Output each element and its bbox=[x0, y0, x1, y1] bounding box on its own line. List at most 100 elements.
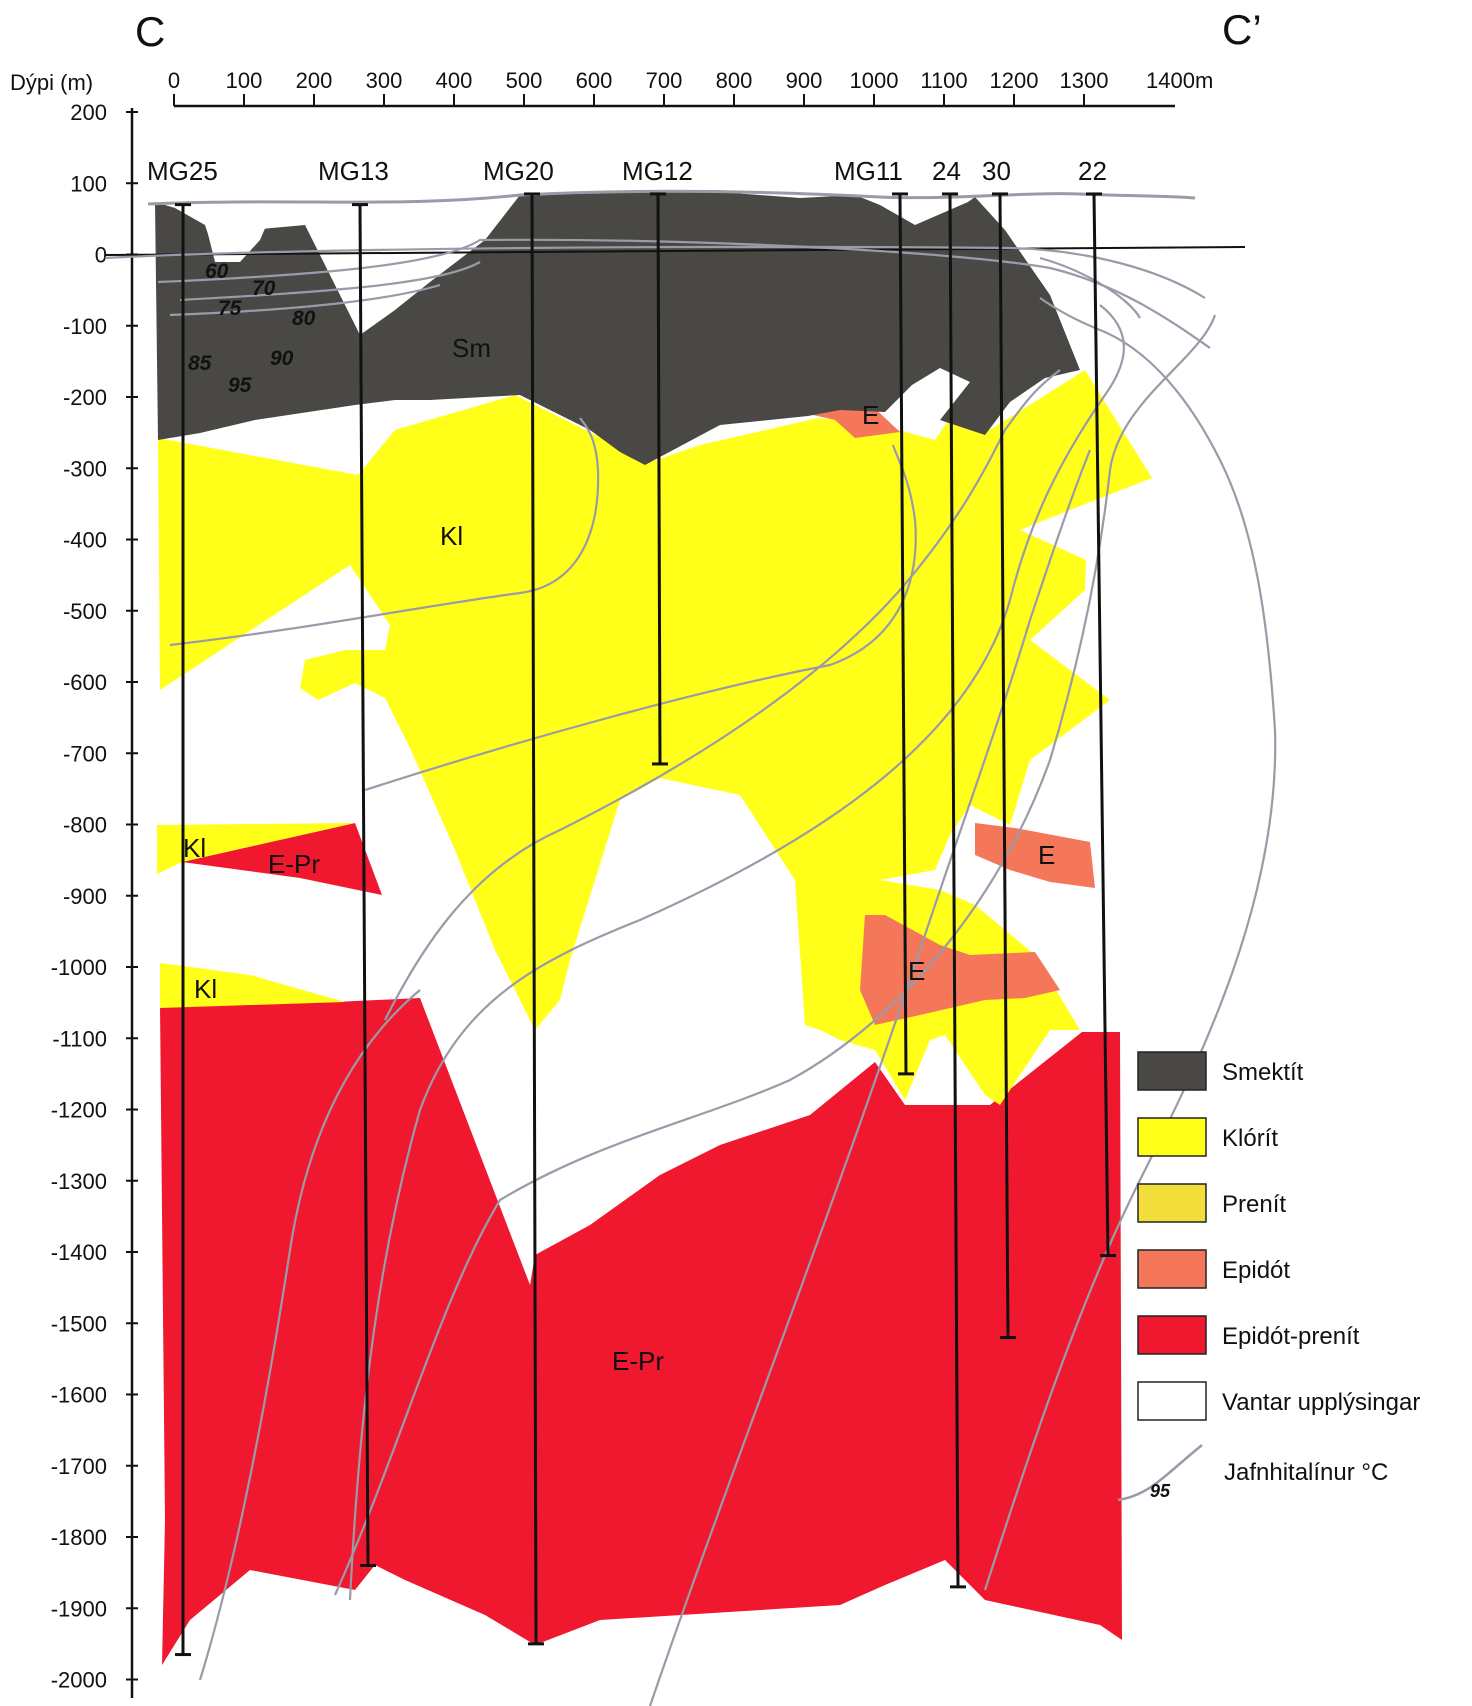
isotherm-label-80: 80 bbox=[292, 307, 316, 330]
isotherm-line-105 bbox=[333, 314, 1217, 1596]
label-layer: C C’ Dýpi (m) Sm Kl Kl Kl E-Pr E-Pr E E … bbox=[10, 6, 1262, 1376]
epidot-prenit-zone-main bbox=[160, 998, 1122, 1665]
sea-level-line bbox=[104, 246, 1246, 256]
isotherm-value-labels: 60 70 75 80 85 90 95 bbox=[188, 260, 316, 397]
legend-swatch bbox=[1137, 1315, 1207, 1355]
legend-isotherm-label: Jafnhitalínur °C bbox=[1224, 1459, 1388, 1486]
epidot-prenit-zone-left bbox=[182, 823, 382, 895]
depth-tick-label: 0 bbox=[95, 243, 107, 268]
distance-tick-label: 1400m bbox=[1146, 68, 1213, 93]
legend-swatch bbox=[1137, 1117, 1207, 1157]
legend-isotherm-value: 95 bbox=[1150, 1481, 1171, 1501]
isotherm-line-90 bbox=[384, 369, 1061, 1021]
zone-label-kl-left-upper: Kl bbox=[183, 833, 206, 863]
legend-label: Epidót-prenít bbox=[1222, 1323, 1360, 1350]
well-label-22: 22 bbox=[1078, 156, 1107, 186]
depth-tick-label: 100 bbox=[70, 171, 107, 196]
well-line-30 bbox=[998, 193, 1010, 1338]
distance-tick-label: 400 bbox=[436, 68, 473, 93]
depth-tick-label: -1300 bbox=[51, 1169, 107, 1194]
zone-label-kl-main: Kl bbox=[440, 521, 463, 551]
legend-swatch bbox=[1137, 1051, 1207, 1091]
section-start-label: C bbox=[135, 8, 165, 55]
depth-axis-ticks: 2001000-100-200-300-400-500-600-700-800-… bbox=[51, 100, 138, 1693]
distance-tick-label: 1200 bbox=[990, 68, 1039, 93]
well-label-24: 24 bbox=[932, 156, 961, 186]
isotherm-line-85 bbox=[169, 417, 600, 647]
distance-tick-label: 300 bbox=[366, 68, 403, 93]
legend-swatch bbox=[1137, 1183, 1207, 1223]
smektit-zone bbox=[155, 192, 1080, 465]
isotherm-label-75: 75 bbox=[218, 297, 242, 320]
zone-label-epr-left: E-Pr bbox=[268, 849, 320, 879]
legend: SmektítKlórítPrenítEpidótEpidót-prenítVa… bbox=[1117, 1051, 1420, 1502]
legend-label: Epidót bbox=[1222, 1257, 1290, 1284]
depth-tick-label: -300 bbox=[63, 456, 107, 481]
legend-label: Smektít bbox=[1222, 1059, 1304, 1086]
legend-items: SmektítKlórítPrenítEpidótEpidót-prenítVa… bbox=[1137, 1051, 1420, 1421]
well-label-MG12: MG12 bbox=[622, 156, 693, 186]
distance-tick-label: 700 bbox=[646, 68, 683, 93]
zone-label-e-top: E bbox=[862, 400, 879, 430]
depth-tick-label: -200 bbox=[63, 385, 107, 410]
well-line-MG11 bbox=[898, 193, 908, 1074]
depth-tick-label: -1000 bbox=[51, 955, 107, 980]
isotherm-line-75 bbox=[179, 256, 1141, 319]
isotherm-line-95 bbox=[198, 989, 421, 1681]
smektit-gap-left bbox=[205, 212, 272, 262]
depth-tick-label: -900 bbox=[63, 884, 107, 909]
depth-tick-label: -100 bbox=[63, 314, 107, 339]
depth-tick-label: 200 bbox=[70, 100, 107, 125]
depth-tick-label: -1200 bbox=[51, 1098, 107, 1123]
topography-line bbox=[147, 189, 1196, 206]
distance-tick-label: 200 bbox=[296, 68, 333, 93]
well-label-MG20: MG20 bbox=[483, 156, 554, 186]
depth-tick-label: -1600 bbox=[51, 1383, 107, 1408]
legend-isotherm-sample bbox=[1117, 1444, 1203, 1502]
isotherm-layer bbox=[104, 238, 1277, 1706]
well-label-MG13: MG13 bbox=[318, 156, 389, 186]
depth-axis-title: Dýpi (m) bbox=[10, 70, 93, 95]
well-line-MG20 bbox=[530, 193, 538, 1644]
distance-tick-label: 1000 bbox=[850, 68, 899, 93]
isotherm-line-80 bbox=[169, 283, 441, 317]
isotherm-line-110 bbox=[983, 297, 1277, 1591]
well-line-MG13 bbox=[358, 204, 370, 1566]
isotherm-line-92 bbox=[348, 304, 1125, 1601]
distance-tick-label: 600 bbox=[576, 68, 613, 93]
zone-label-sm: Sm bbox=[452, 333, 491, 363]
depth-tick-label: -700 bbox=[63, 741, 107, 766]
distance-tick-label: 1300 bbox=[1060, 68, 1109, 93]
axes: 2001000-100-200-300-400-500-600-700-800-… bbox=[51, 68, 1246, 1698]
depth-tick-label: -2000 bbox=[51, 1668, 107, 1693]
isotherm-label-85: 85 bbox=[188, 352, 212, 375]
distance-tick-label: 100 bbox=[226, 68, 263, 93]
well-line-24 bbox=[948, 193, 960, 1587]
klorit-zone-left-lower bbox=[160, 963, 345, 1008]
well-line-MG12 bbox=[656, 193, 662, 764]
zone-label-epr-main: E-Pr bbox=[612, 1346, 664, 1376]
epidot-zone-top bbox=[813, 402, 900, 438]
distance-tick-label: 900 bbox=[786, 68, 823, 93]
klorit-zone-left-upper bbox=[157, 823, 355, 874]
well-label-MG11: MG11 bbox=[834, 156, 903, 186]
well-label-MG25: MG25 bbox=[147, 156, 218, 186]
depth-tick-label: -1800 bbox=[51, 1525, 107, 1550]
legend-label: Prenít bbox=[1222, 1191, 1286, 1218]
isotherm-label-95: 95 bbox=[228, 374, 252, 397]
legend-label: Klórít bbox=[1222, 1125, 1278, 1152]
epidot-zone-mid bbox=[860, 915, 1060, 1025]
legend-swatch bbox=[1137, 1381, 1207, 1421]
distance-tick-label: 800 bbox=[716, 68, 753, 93]
depth-tick-label: -800 bbox=[63, 813, 107, 838]
well-line-22 bbox=[1092, 193, 1110, 1256]
zone-label-e-mid: E bbox=[908, 956, 925, 986]
distance-tick-label: 500 bbox=[506, 68, 543, 93]
distance-tick-label: 1100 bbox=[920, 68, 967, 93]
isotherm-label-90: 90 bbox=[270, 347, 294, 370]
isotherm-line-70 bbox=[157, 238, 1211, 349]
depth-tick-label: -400 bbox=[63, 528, 107, 553]
